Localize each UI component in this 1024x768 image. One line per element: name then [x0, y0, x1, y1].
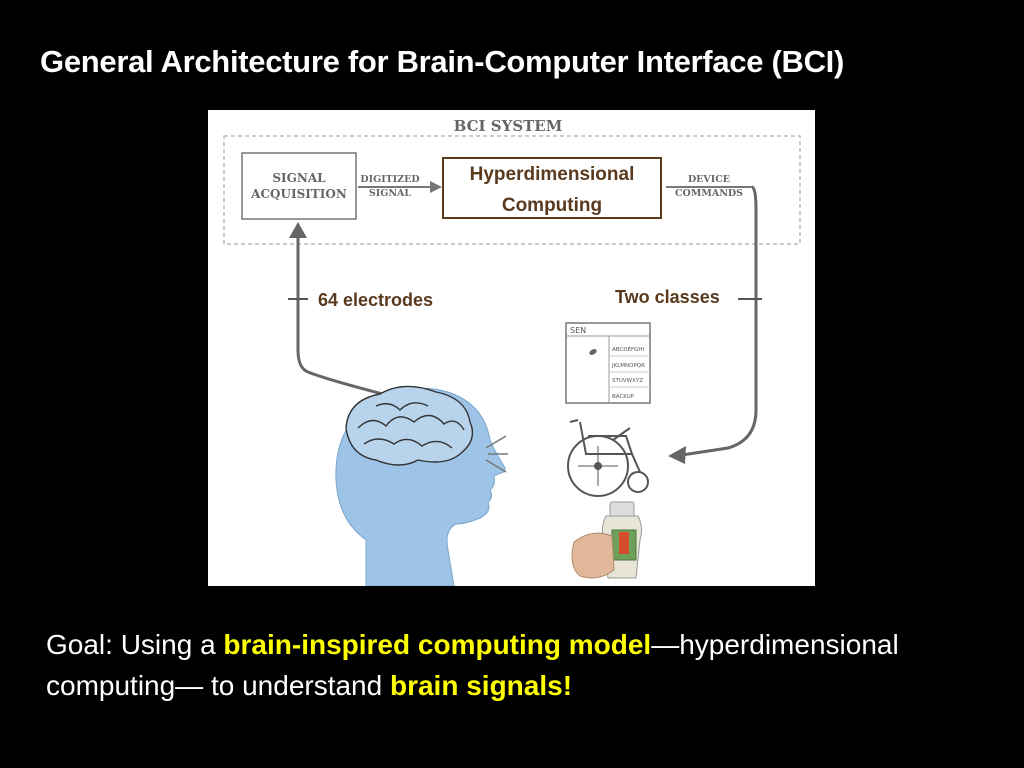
signal-acquisition-line1: SIGNAL [272, 171, 326, 185]
bci-system-label: BCI SYSTEM [454, 117, 563, 135]
digitized-signal-line2: SIGNAL [369, 188, 411, 199]
bottle-in-hand-icon [571, 501, 643, 579]
goal-prefix: Goal: Using a [46, 629, 224, 660]
hd-box-line1: Hyperdimensional [469, 164, 635, 185]
bci-diagram: BCI SYSTEM SIGNAL ACQUISITION DIGITIZED … [208, 110, 815, 586]
signal-acquisition-box [241, 152, 357, 220]
speller-header: SEN [570, 326, 586, 335]
goal-middle: —hyperdimensional computing— to understa… [46, 629, 899, 701]
speller-row: BACKUP [612, 394, 635, 400]
goal-suffix: ! [562, 670, 573, 701]
digitized-arrowhead [430, 181, 442, 193]
wheelchair-icon [567, 419, 649, 497]
goal-highlight-model: brain-inspired computing model [223, 629, 652, 660]
signal-acquisition-line2: ACQUISITION [250, 187, 347, 201]
electrode-path [296, 234, 399, 400]
electrode-arrowhead [289, 222, 307, 238]
stimulus-lines [485, 435, 508, 473]
device-commands-line1: DEVICE [688, 174, 730, 185]
speller-row: STUVWXYZ [612, 378, 643, 384]
slide-title: General Architecture for Brain-Computer … [40, 44, 845, 79]
goal-highlight-signals: brain signals [389, 670, 563, 701]
bci-system-boundary [223, 135, 801, 245]
brain-icon [345, 385, 474, 466]
classes-label: Two classes [615, 287, 720, 307]
device-commands-line2: COMMANDS [675, 188, 743, 199]
speller-row: JKLMNOPQR [611, 363, 645, 369]
digitized-signal-line1: DIGITIZED [360, 174, 419, 185]
device-commands-path [681, 185, 758, 457]
device-commands-arrowhead [668, 446, 686, 464]
electrodes-label: 64 electrodes [318, 290, 434, 310]
bci-diagram-graphic: BCI SYSTEM SIGNAL ACQUISITION DIGITIZED … [223, 117, 801, 586]
hd-box-line2: Computing [501, 195, 603, 216]
goal-statement: Goal: Using a brain-inspired computing m… [46, 624, 996, 706]
speller-row: ABCDEFGHI [612, 347, 645, 353]
speller-matrix: SEN ABCDEFGHI JKLMNOPQR STUVWXYZ BACKUP [565, 322, 651, 404]
hyperdimensional-computing-box: Hyperdimensional Computing [442, 157, 662, 219]
speller-cursor [589, 349, 597, 355]
